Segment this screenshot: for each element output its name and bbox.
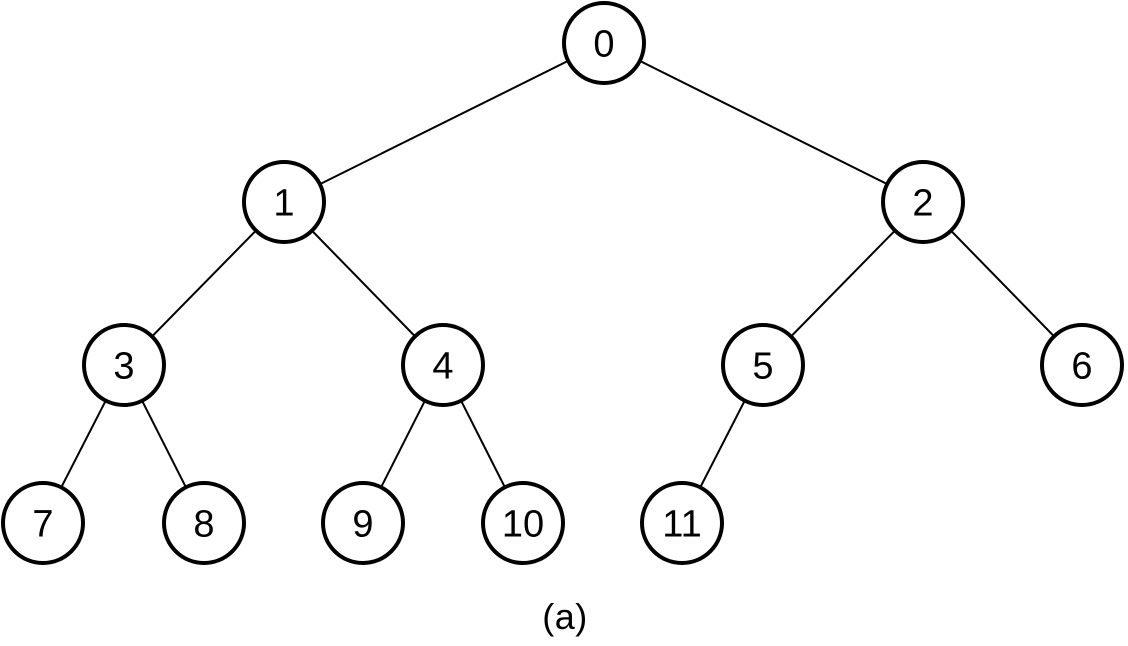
tree-node-circle [562, 1, 646, 85]
tree-node-9: 9 [321, 481, 405, 565]
tree-node-label: 6 [1071, 345, 1092, 387]
tree-node-circle [162, 481, 246, 565]
tree-node-0: 0 [562, 1, 646, 85]
tree-node-circle [82, 323, 166, 407]
tree-node-label: 11 [662, 503, 701, 545]
tree-node-2: 2 [881, 160, 965, 244]
tree-node-circle [721, 323, 805, 407]
tree-node-5: 5 [721, 323, 805, 407]
tree-node-label: 0 [593, 23, 614, 65]
tree-node-label: 8 [193, 503, 214, 545]
tree-node-circle [881, 160, 965, 244]
tree-node-circle [242, 160, 326, 244]
tree-node-circle [1, 481, 85, 565]
tree-node-7: 7 [1, 481, 85, 565]
tree-node-circle [640, 481, 724, 565]
tree-node-6: 6 [1040, 323, 1124, 407]
tree-node-1: 1 [242, 160, 326, 244]
tree-node-circle [481, 481, 565, 565]
tree-node-11: 11 [640, 481, 724, 565]
tree-node-label: 4 [432, 345, 453, 387]
tree-node-label: 9 [352, 503, 373, 545]
tree-node-circle [401, 323, 485, 407]
tree-node-label: 10 [502, 503, 544, 545]
tree-node-3: 3 [82, 323, 166, 407]
tree-node-label: 3 [113, 345, 134, 387]
figure-caption: (a) [542, 596, 588, 637]
tree-edge-0-2 [603, 42, 924, 203]
tree-node-label: 2 [912, 182, 933, 224]
tree-node-label: 5 [752, 345, 773, 387]
tree-node-4: 4 [401, 323, 485, 407]
tree-node-circle [1040, 323, 1124, 407]
tree-node-label: 7 [32, 503, 53, 545]
tree-edge-0-1 [283, 42, 605, 203]
tree-node-circle [321, 481, 405, 565]
tree-node-label: 1 [273, 182, 294, 224]
tree-node-10: 10 [481, 481, 565, 565]
tree-node-8: 8 [162, 481, 246, 565]
